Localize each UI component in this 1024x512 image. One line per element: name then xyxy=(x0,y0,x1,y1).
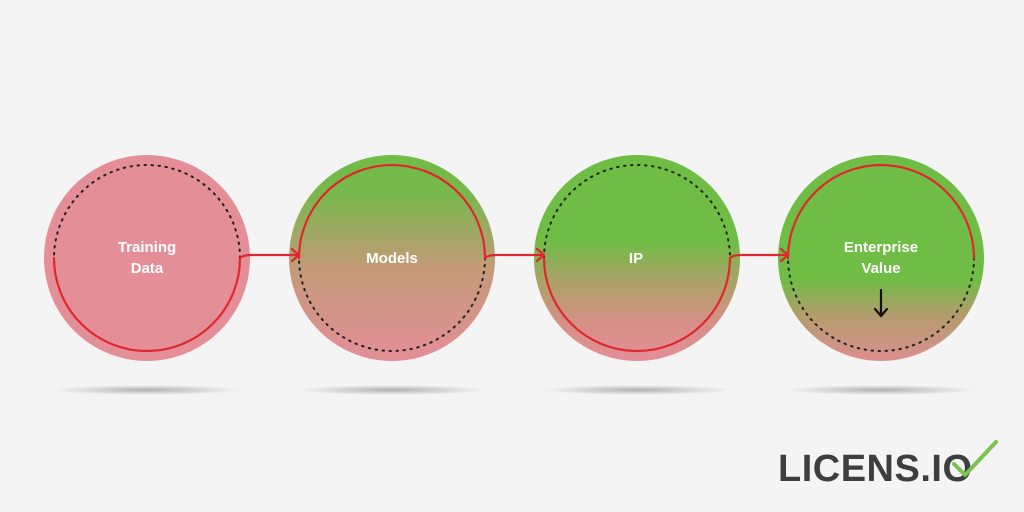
shadow-ip xyxy=(542,385,732,395)
flow-arrowhead-2 xyxy=(535,247,546,263)
stage-circle-models xyxy=(289,155,495,361)
dotted-arc-models xyxy=(298,257,486,352)
dotted-arc-enterprise-value xyxy=(787,257,975,352)
stage-label-ip: IP xyxy=(628,250,644,267)
shadow-enterprise-value xyxy=(786,385,976,395)
dotted-arc-training-data xyxy=(53,164,241,259)
flow-connector-3 xyxy=(728,253,790,260)
checkmark-icon xyxy=(952,440,998,477)
flow-connector-2 xyxy=(483,253,546,260)
stage-circle-training-data xyxy=(44,155,250,361)
flow-arc-ip xyxy=(542,256,732,353)
down-arrow-icon xyxy=(873,288,889,318)
shadow-training-data xyxy=(52,385,242,395)
flow-arc-enterprise-value xyxy=(786,163,976,260)
stage-label-models: Models xyxy=(366,250,418,267)
flow-connector-1 xyxy=(238,253,301,260)
flow-arc-training-data xyxy=(52,256,242,353)
stage-label-enterprise-value: Enterprise Value xyxy=(843,239,919,277)
licens-io-logo: LICENS.IO xyxy=(778,448,973,490)
stage-circle-enterprise-value xyxy=(778,155,984,361)
flow-arc-models xyxy=(297,163,487,260)
stage-label-training-data: Training Data xyxy=(117,239,177,277)
stage-circle-ip xyxy=(534,155,740,361)
dotted-arc-ip xyxy=(543,164,731,259)
shadow-models xyxy=(297,385,487,395)
